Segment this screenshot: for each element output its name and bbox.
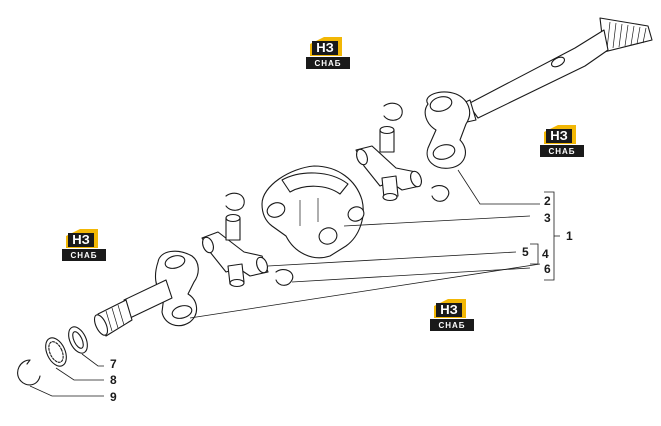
logo-letters: НЗ [72,232,90,247]
logo-badge-icon [62,229,106,261]
circlip-upper-right [431,185,450,202]
logo-letters: НЗ [550,128,568,143]
watermark-logo-1: НЗ СНАБ [306,36,350,70]
ring-9 [17,359,41,386]
center-yoke-housing [261,165,365,259]
ring-8 [45,337,67,367]
callout-4: 4 [542,247,549,261]
callout-3: 3 [544,211,551,225]
logo-badge-icon [540,125,584,157]
axle-shaft-long [453,17,653,125]
watermark-logo-3: НЗ СНАБ [62,228,106,262]
logo-text: СНАБ [548,147,576,156]
callout-6: 6 [544,262,551,276]
ring-7 [68,326,88,354]
callout-2: 2 [544,194,551,208]
logo-letters: НЗ [316,40,334,55]
logo-letters: НЗ [440,302,458,317]
logo-text: СНАБ [314,59,342,68]
watermark-logo-4: НЗ СНАБ [430,298,474,332]
circlip-lower-top [225,192,245,211]
watermark-logo-2: НЗ СНАБ [540,124,584,158]
callout-7: 7 [110,357,117,371]
logo-text: СНАБ [438,321,466,330]
yoke-upper [424,91,471,169]
circlip-upper-top [383,102,403,121]
u-joint-cross-lower [201,213,269,288]
callout-9: 9 [110,390,117,404]
leader-lines [29,169,560,397]
callout-5: 5 [522,245,529,259]
logo-badge-icon [430,299,474,331]
callout-1: 1 [566,229,573,243]
circlip-lower-right [275,269,294,286]
callout-8: 8 [110,373,117,387]
logo-badge-icon [306,37,350,69]
u-joint-cross-upper [355,125,422,202]
stub-shaft [93,279,173,337]
logo-text: СНАБ [70,251,98,260]
callout-numbers: 1 2 3 45 6 7 8 9 [110,194,573,404]
